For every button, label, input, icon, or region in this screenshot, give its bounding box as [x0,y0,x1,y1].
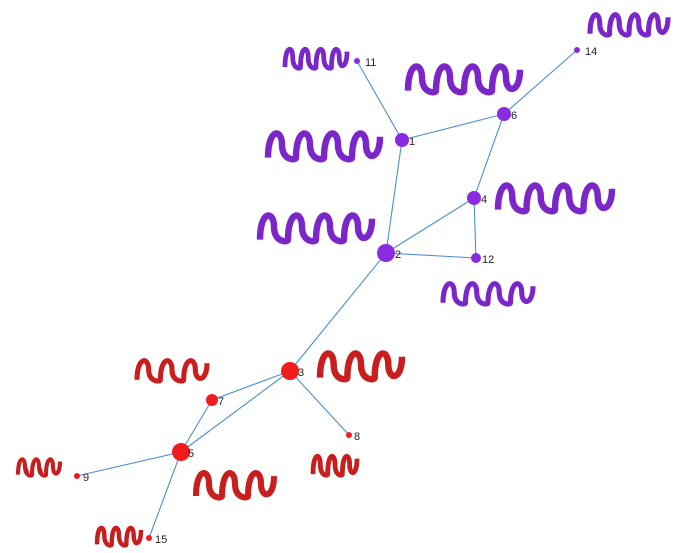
node-15[interactable] [146,535,152,541]
edge-3-5 [180,370,291,453]
node-label-3: 3 [298,367,304,379]
edge-2-3 [289,252,387,372]
edge-5-9 [76,451,182,477]
edge-5-15 [148,451,182,539]
edges-layer [76,49,578,539]
edge-6-4 [473,113,505,199]
edge-1-2 [385,139,403,254]
node-label-2: 2 [395,249,401,261]
node-14[interactable] [574,47,580,53]
node-3[interactable] [281,362,299,380]
edge-1-11 [356,60,403,141]
node-8[interactable] [346,432,352,438]
node-label-4: 4 [481,194,487,206]
node-4[interactable] [467,191,481,205]
node-12[interactable] [471,253,481,263]
node-label-15: 15 [155,534,167,546]
edge-4-2 [385,197,475,254]
node-label-8: 8 [354,431,360,443]
edge-6-14 [503,49,578,115]
node-6[interactable] [497,107,511,121]
node-7[interactable] [206,394,218,406]
wave-glyph-node-14 [587,12,671,38]
node-11[interactable] [354,58,360,64]
node-label-14: 14 [585,46,597,58]
wave-glyph-node-11 [282,47,350,71]
node-label-5: 5 [188,448,194,460]
node-label-1: 1 [409,136,415,148]
wave-glyph-node-8 [310,454,360,478]
node-2[interactable] [377,244,395,262]
node-label-6: 6 [511,110,517,122]
wave-glyph-node-7 [134,358,210,384]
node-5[interactable] [172,443,190,461]
node-label-11: 11 [365,57,376,69]
wave-glyph-node-9 [15,457,63,478]
edge-3-7 [211,370,291,401]
nodes-layer [74,47,580,541]
wave-glyphs-layer [15,12,671,548]
node-label-9: 9 [83,472,89,484]
node-label-12: 12 [482,254,494,266]
edge-1-6 [401,113,505,141]
wave-glyph-node-5 [192,470,278,501]
edge-3-8 [289,370,350,436]
edge-7-5 [180,399,213,453]
wave-glyph-node-2 [256,212,376,245]
edge-2-12 [385,252,477,259]
node-9[interactable] [74,473,80,479]
wave-glyph-node-3 [316,350,406,383]
node-label-7: 7 [218,396,224,408]
wave-glyph-node-4 [494,182,616,215]
edge-4-12 [473,197,477,259]
wave-glyph-node-15 [94,525,144,548]
wave-glyph-node-6 [404,63,524,96]
node-1[interactable] [395,133,409,147]
wave-glyph-node-12 [440,281,536,307]
wave-glyph-node-1 [264,130,384,163]
